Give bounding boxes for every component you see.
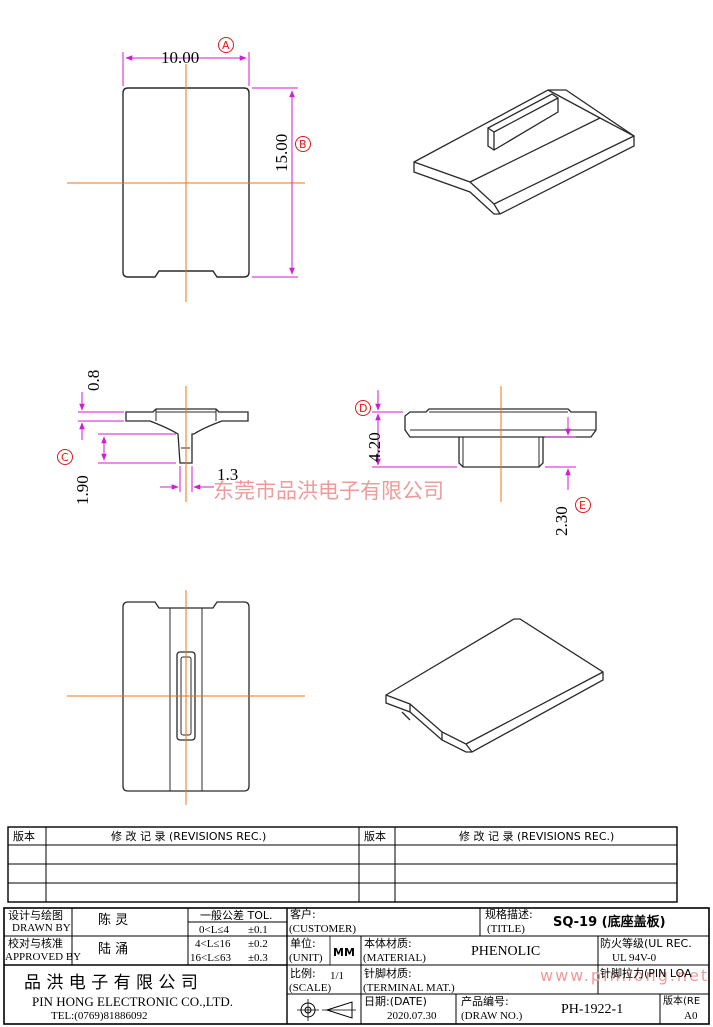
callout-e: E <box>579 499 586 512</box>
callout-c-circle <box>57 449 73 465</box>
material-value: PHENOLIC <box>471 944 541 959</box>
terminal-label-en: (TERMINAL MAT.) <box>363 982 455 994</box>
callout-b-circle <box>295 136 311 152</box>
top-view <box>67 37 311 302</box>
side-view-outline <box>404 408 597 438</box>
tol-range-2: 4<L≤16 <box>195 938 231 950</box>
customer-label-cn: 客户: <box>290 908 316 921</box>
material-label-en: (MATERIAL) <box>363 952 426 964</box>
customer-label-en: (CUSTOMER) <box>289 923 357 935</box>
top-view-outline <box>122 87 250 278</box>
rev-value: A0 <box>684 1010 698 1022</box>
pin-load-label: 针脚拉力(PIN LOA <box>600 967 692 980</box>
date-value: 2020.07.30 <box>387 1010 437 1022</box>
title-block-grid <box>3 907 710 1025</box>
dim-boss-width-label: 1.3 <box>217 465 239 484</box>
scale-value: 1/1 <box>330 970 345 982</box>
tol-range-3: 16<L≤63 <box>190 952 231 964</box>
title-label-cn: 规格描述: <box>485 908 533 921</box>
tol-value-3: ±0.3 <box>248 952 268 964</box>
dim-height-label: 15.00 <box>272 133 291 172</box>
rev-label: 版本(RE <box>663 996 701 1007</box>
isometric-top-view <box>413 89 635 215</box>
scale-label-cn: 比例: <box>290 967 316 980</box>
drawing-no-value: PH-1922-1 <box>561 1002 624 1017</box>
rev-col-rec-left: 修 改 记 录 (REVISIONS REC.) <box>111 830 267 843</box>
approved-label-en: APPROVED BY <box>5 951 82 963</box>
watermark-website: www.pinhong.net <box>540 966 710 985</box>
unit-label-cn: 单位: <box>290 937 316 950</box>
dim-overall-height-label: 4.20 <box>365 432 384 462</box>
tol-range-1: 0<L≤4 <box>199 924 229 936</box>
drawn-label-en: DRAWN BY <box>12 922 71 934</box>
callout-e-circle <box>575 497 591 513</box>
company-name-cn: 品 洪 电 子 有 限 公 司 <box>24 973 198 993</box>
drawing-no-label-en: (DRAW NO.) <box>461 1010 523 1022</box>
tol-value-1: ±0.1 <box>248 924 268 936</box>
rev-col-no-left: 版本 <box>13 830 35 843</box>
callout-b: B <box>299 138 307 151</box>
drawn-label-cn: 设计与绘图 <box>8 909 63 922</box>
terminal-label-cn: 针脚材质: <box>364 967 412 980</box>
dim-thickness-label: 0.8 <box>84 369 103 391</box>
callout-a-circle <box>218 37 234 53</box>
dim-boss-height-label: 1.90 <box>73 475 92 505</box>
bottom-view-outline <box>122 601 250 792</box>
callout-d-circle <box>355 400 371 416</box>
title-label-en: (TITLE) <box>487 923 525 935</box>
approved-name: 陆 涌 <box>98 942 129 957</box>
rev-col-no-right: 版本 <box>364 830 386 843</box>
fire-rating-label: 防火等级(UL REC. <box>600 937 692 950</box>
front-view-outline <box>125 408 249 464</box>
revision-table <box>7 826 678 903</box>
approved-label-cn: 校对与核准 <box>8 937 63 950</box>
company-tel: TEL:(0769)81886092 <box>51 1010 148 1022</box>
unit-value: MM <box>333 946 355 959</box>
callout-d: D <box>359 402 368 415</box>
drawing-no-label-cn: 产品编号: <box>461 995 509 1008</box>
watermark-company: 东莞市品洪电子有限公司 <box>213 479 444 503</box>
front-view <box>57 386 249 502</box>
callout-a: A <box>222 39 230 52</box>
side-view <box>355 386 597 513</box>
scale-label-en: (SCALE) <box>289 982 332 994</box>
tol-label: 一般公差 TOL. <box>200 909 273 922</box>
callout-c: C <box>61 451 69 464</box>
fire-rating-value: UL 94V-0 <box>612 952 657 964</box>
tol-value-2: ±0.2 <box>248 938 268 950</box>
company-name-en: PIN HONG ELECTRONIC CO.,LTD. <box>32 994 234 1009</box>
bottom-view <box>67 590 305 805</box>
material-label-cn: 本体材质: <box>364 937 412 950</box>
rev-col-rec-right: 修 改 记 录 (REVISIONS REC.) <box>459 830 615 843</box>
dim-width-label: 10.00 <box>161 48 200 67</box>
isometric-bottom-view <box>385 618 604 753</box>
unit-label-en: (UNIT) <box>289 952 323 964</box>
title-value: SQ-19 (底座盖板) <box>553 915 666 930</box>
date-label: 日期:(DATE) <box>364 995 427 1008</box>
drawn-name: 陈 灵 <box>98 913 129 928</box>
dim-post-depth-label: 2.30 <box>552 506 571 536</box>
